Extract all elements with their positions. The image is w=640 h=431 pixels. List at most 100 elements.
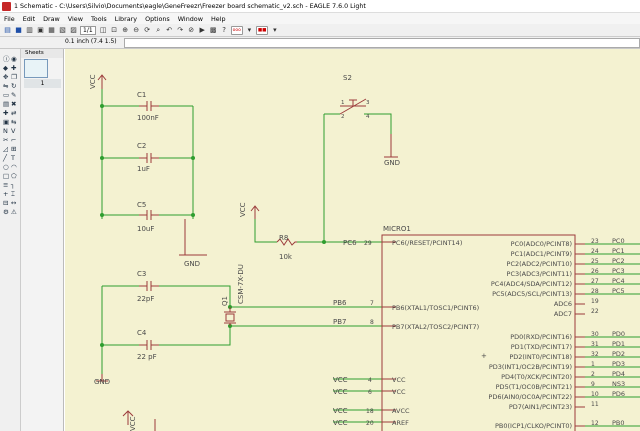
help-icon[interactable]: ? — [222, 25, 227, 34]
label-icon[interactable]: ⌶ — [11, 190, 15, 198]
junction-icon[interactable]: + — [3, 190, 9, 198]
miter-icon[interactable]: ◿ — [3, 145, 8, 153]
drc-icon[interactable]: ▩ — [209, 25, 217, 34]
c2-value: 1uF — [137, 165, 150, 173]
redraw-icon[interactable]: ⟳ — [144, 25, 151, 34]
menu-window[interactable]: Window — [177, 14, 203, 23]
change-icon[interactable]: ✎ — [11, 91, 17, 99]
zoom-select-icon[interactable]: ⌕ — [156, 25, 161, 34]
delete-icon[interactable]: ✖ — [11, 100, 17, 108]
split-icon[interactable]: ⌐ — [11, 136, 17, 144]
c5-name: C5 — [137, 201, 146, 209]
grid-button[interactable]: ooo — [230, 25, 243, 35]
menu-draw[interactable]: Draw — [43, 14, 60, 23]
mcu-pin-name: PC5(ADC5/SCL/PCINT13) — [492, 290, 572, 298]
dimension-icon[interactable]: ↔ — [11, 199, 17, 207]
menu-view[interactable]: View — [67, 14, 83, 23]
mcu-pin-number: 11 — [591, 401, 599, 408]
mark-icon[interactable]: ✚ — [11, 64, 17, 72]
command-input[interactable] — [124, 38, 640, 48]
eye-icon[interactable]: ◉ — [11, 55, 17, 63]
run-icon[interactable]: ▨ — [70, 25, 77, 34]
save-icon[interactable]: ■ — [15, 25, 22, 34]
sheet-select[interactable]: 1/1 — [80, 25, 96, 35]
dropdown-icon[interactable]: ▾ — [247, 25, 252, 34]
c1-value: 100nF — [137, 114, 159, 122]
mcu-pin-number: 31 — [591, 341, 599, 348]
sheet-thumbnail[interactable] — [24, 59, 48, 78]
errors-icon[interactable]: ⚠ — [11, 208, 17, 216]
junction-dot — [191, 213, 195, 217]
dropdown-icon[interactable]: ▾ — [273, 25, 277, 34]
board-icon[interactable]: ▦ — [48, 25, 55, 34]
undo-icon[interactable]: ↶ — [166, 25, 173, 34]
mcu-pin-number: 26 — [591, 268, 599, 275]
sheet-number[interactable]: 1 — [24, 79, 61, 88]
c4-value: 22 pF — [137, 353, 157, 361]
schematic-drawing[interactable]: VCC C1 100nF C2 1uF C5 10uF GND S2 1 2 3… — [65, 49, 640, 431]
zoom-fit-icon[interactable]: ⊡ — [111, 25, 118, 34]
mcu-pin-name: PC2(ADC2/PCINT10) — [507, 260, 572, 268]
info-icon[interactable]: ⓘ — [3, 55, 10, 63]
zoom-out-icon[interactable]: ⊖ — [133, 25, 140, 34]
menu-options[interactable]: Options — [145, 14, 170, 23]
mcu-pin-name: PC0(ADC0/PCINT8) — [511, 240, 572, 248]
display-icon[interactable]: ◆ — [3, 64, 8, 72]
circle-icon[interactable]: ○ — [3, 163, 9, 171]
menu-tools[interactable]: Tools — [90, 14, 107, 23]
use-icon[interactable]: ◫ — [99, 25, 107, 34]
net-label: PD6 — [612, 390, 625, 398]
mcu-pin-number: 10 — [591, 391, 599, 398]
net-label: PB0 — [612, 419, 625, 427]
menu-help[interactable]: Help — [210, 14, 226, 23]
gateswap-icon[interactable]: ⇆ — [11, 118, 17, 126]
net-label: PD1 — [612, 340, 625, 348]
invoke-icon[interactable]: ⊞ — [11, 145, 17, 153]
go-icon[interactable]: ▶ — [199, 25, 205, 34]
copy-icon[interactable]: ❐ — [11, 73, 17, 81]
s2-pin3: 3 — [366, 100, 370, 106]
rect-icon[interactable]: □ — [3, 172, 10, 180]
move-icon[interactable]: ✥ — [3, 73, 9, 81]
schematic-canvas[interactable]: VCC C1 100nF C2 1uF C5 10uF GND S2 1 2 3… — [65, 49, 640, 431]
redo-icon[interactable]: ↷ — [177, 25, 184, 34]
mcu-pin-name: PC4(ADC4/SDA/PCINT12) — [491, 280, 572, 288]
menu-library[interactable]: Library — [114, 14, 138, 23]
zoom-in-icon[interactable]: ⊕ — [122, 25, 129, 34]
rotate-icon[interactable]: ↻ — [11, 82, 17, 90]
cancel-icon[interactable]: ⊘ — [188, 25, 195, 34]
paste-icon[interactable]: ▤ — [3, 100, 10, 108]
net-pb6: PB6 — [333, 299, 347, 307]
net-label: PC1 — [612, 247, 625, 255]
sheets-header: Sheets — [21, 49, 63, 58]
s2-pin4: 4 — [366, 114, 370, 120]
cam-icon[interactable]: ▣ — [37, 25, 44, 34]
script-icon[interactable]: ▧ — [59, 25, 66, 34]
net-label: PD3 — [612, 360, 625, 368]
pinswap-icon[interactable]: ⇄ — [11, 109, 17, 117]
mcu-pin-name: PC6(/RESET/PCINT14) — [392, 239, 462, 247]
value-icon[interactable]: V — [11, 127, 16, 135]
mcu-pin-number: 23 — [591, 238, 599, 245]
erc-icon[interactable]: ⚙ — [3, 208, 9, 216]
name-icon[interactable]: N — [3, 127, 8, 135]
wire-icon[interactable]: ╱ — [3, 154, 7, 162]
add-icon[interactable]: ✚ — [3, 109, 9, 117]
replace-icon[interactable]: ▣ — [3, 118, 10, 126]
polygon-icon[interactable]: ⬠ — [11, 172, 17, 180]
text-icon[interactable]: T — [11, 154, 15, 162]
group-icon[interactable]: ▭ — [3, 91, 10, 99]
net-icon[interactable]: ┐ — [11, 181, 15, 189]
arc-icon[interactable]: ◠ — [11, 163, 17, 171]
bus-icon[interactable]: ≡ — [3, 181, 9, 189]
net-label: PC5 — [612, 287, 625, 295]
menu-edit[interactable]: Edit — [22, 14, 36, 23]
print-icon[interactable]: ▥ — [26, 25, 33, 34]
mirror-icon[interactable]: ⇋ — [3, 82, 9, 90]
layer-button[interactable]: ■■ — [255, 25, 269, 35]
smash-icon[interactable]: ✂ — [3, 136, 9, 144]
net-pb7: PB7 — [333, 318, 346, 326]
open-icon[interactable]: ▤ — [4, 25, 11, 34]
attribute-icon[interactable]: ⊟ — [3, 199, 9, 207]
menu-file[interactable]: File — [4, 14, 15, 23]
